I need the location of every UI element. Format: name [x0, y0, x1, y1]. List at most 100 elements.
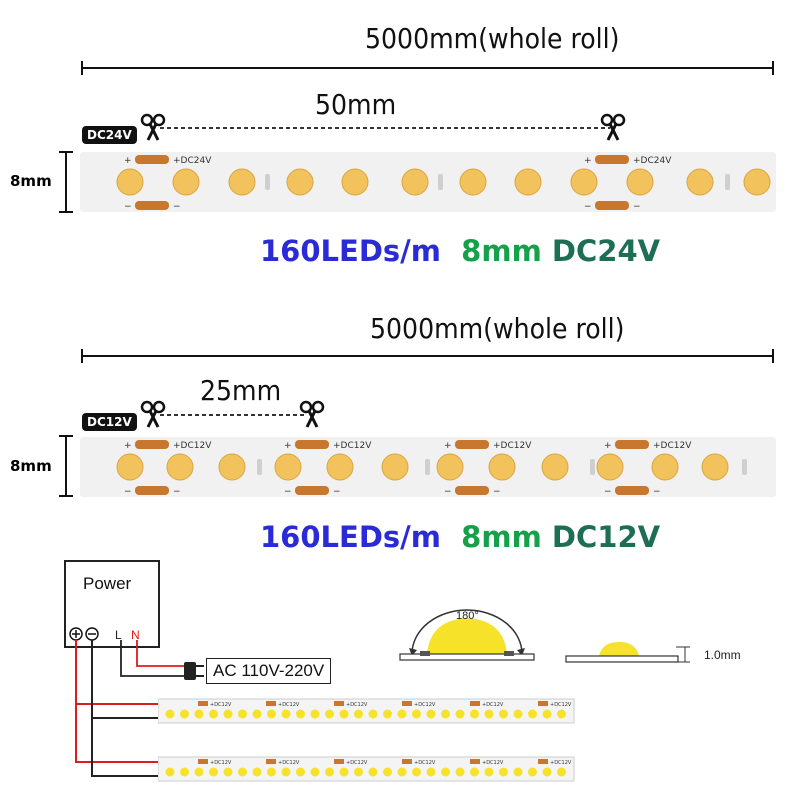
mini-led: [296, 709, 305, 719]
solder-pad-plus: [135, 440, 169, 449]
mini-led: [470, 767, 479, 777]
thickness-diagram: [565, 642, 690, 663]
spec-width-12v: 8mm: [461, 520, 542, 554]
mini-led: [252, 767, 262, 777]
voltage-badge-24v: DC24V: [82, 126, 137, 144]
mini-pad: [538, 701, 548, 706]
mini-led: [455, 767, 465, 777]
led-chip: [459, 168, 487, 196]
mini-pad: [334, 759, 344, 764]
resistor: [590, 459, 595, 475]
mini-pad: [198, 759, 208, 764]
solder-pad-minus: [135, 486, 169, 495]
led-chip: [381, 453, 409, 481]
solder-pad-minus: [595, 201, 629, 210]
roll-length-dimension-24v: [81, 61, 774, 75]
solder-pad-plus: [295, 440, 329, 449]
mini-led: [499, 767, 508, 777]
led-chip: [626, 168, 654, 196]
led-strip-12v: ++DC12V−−++DC12V−−++DC12V−−++DC12V−−: [80, 437, 776, 497]
mini-led: [194, 709, 204, 719]
cut-line-12v: [140, 400, 325, 428]
mini-led: [223, 767, 233, 777]
beam-angle-diagram: [399, 609, 535, 661]
pad-minus-label: −: [653, 487, 661, 497]
pad-plus-label: +: [584, 156, 592, 166]
mini-led: [368, 767, 378, 777]
pad-minus-label: −: [173, 202, 181, 212]
terminal-l-label: L: [115, 628, 122, 642]
mini-pad: [334, 701, 344, 706]
led-chip: [686, 168, 714, 196]
pad-minus-label: −: [444, 487, 452, 497]
width-dimension-12v: [59, 435, 73, 497]
mini-led: [165, 767, 175, 777]
mini-pad: [538, 759, 548, 764]
resistor: [742, 459, 747, 475]
mini-led: [528, 709, 537, 719]
resistor: [257, 459, 262, 475]
resistor: [438, 174, 443, 190]
mini-led: [325, 709, 334, 719]
power-terminals: [69, 627, 99, 641]
pad-minus-label: −: [633, 202, 641, 212]
mini-pad-label: +DC12V: [414, 760, 436, 766]
cut-interval-label-24v: 50mm: [315, 88, 397, 121]
mini-led: [267, 767, 276, 777]
width-dimension-24v: [59, 151, 73, 213]
pad-plus-label: +: [124, 441, 132, 451]
solder-pad-minus: [295, 486, 329, 495]
mini-led: [238, 709, 247, 719]
mini-pad-label: +DC12V: [414, 702, 436, 708]
spec-voltage-12v: DC12V: [551, 520, 661, 554]
mini-led: [528, 767, 537, 777]
roll-length-label-12v: 5000mm(whole roll): [370, 312, 625, 345]
solder-pad-plus: [455, 440, 489, 449]
mini-led: [441, 709, 450, 719]
led-chip: [488, 453, 516, 481]
mini-led: [238, 767, 247, 777]
cut-interval-label-12v: 25mm: [200, 374, 282, 407]
pad-minus-label: −: [173, 487, 181, 497]
mini-led: [484, 767, 494, 777]
led-strip-wired-1: +DC12V+DC12V+DC12V+DC12V+DC12V+DC12V: [158, 698, 575, 724]
mini-led: [455, 709, 465, 719]
pad-voltage-label: +DC12V: [333, 441, 372, 451]
ac-input-label: AC 110V-220V: [206, 658, 332, 684]
mini-pad: [198, 701, 208, 706]
mini-led: [281, 709, 291, 719]
led-chip: [326, 453, 354, 481]
mini-led: [441, 767, 450, 777]
mini-pad-label: +DC12V: [482, 702, 504, 708]
roll-length-dimension-12v: [81, 349, 774, 363]
mini-led: [310, 767, 320, 777]
mini-led: [252, 709, 262, 719]
mini-led: [383, 709, 392, 719]
solder-pad-minus: [455, 486, 489, 495]
pad-minus-label: −: [284, 487, 292, 497]
pad-plus-label: +: [444, 441, 452, 451]
pad-voltage-label: +DC12V: [493, 441, 532, 451]
mini-led: [354, 709, 363, 719]
mini-led: [281, 767, 291, 777]
spec-leds-12v: 160LEDs/m: [260, 520, 441, 554]
mini-led: [397, 709, 407, 719]
width-label-24v: 8mm: [10, 172, 52, 190]
led-chip: [166, 453, 194, 481]
led-chip: [401, 168, 429, 196]
solder-pad-minus: [135, 201, 169, 210]
mini-led: [296, 767, 305, 777]
mini-pad-label: +DC12V: [278, 702, 300, 708]
mini-pad-label: +DC12V: [482, 760, 504, 766]
spec-line-24v: 160LEDs/m 8mm DC24V: [260, 234, 660, 268]
mini-pad-label: +DC12V: [210, 702, 232, 708]
pad-minus-label: −: [124, 487, 132, 497]
solder-pad-plus: [615, 440, 649, 449]
mini-pad: [402, 701, 412, 706]
solder-pad-minus: [615, 486, 649, 495]
led-chip: [743, 168, 771, 196]
thickness-label: 1.0mm: [704, 648, 741, 662]
power-label: Power: [83, 574, 132, 593]
led-chip: [172, 168, 200, 196]
